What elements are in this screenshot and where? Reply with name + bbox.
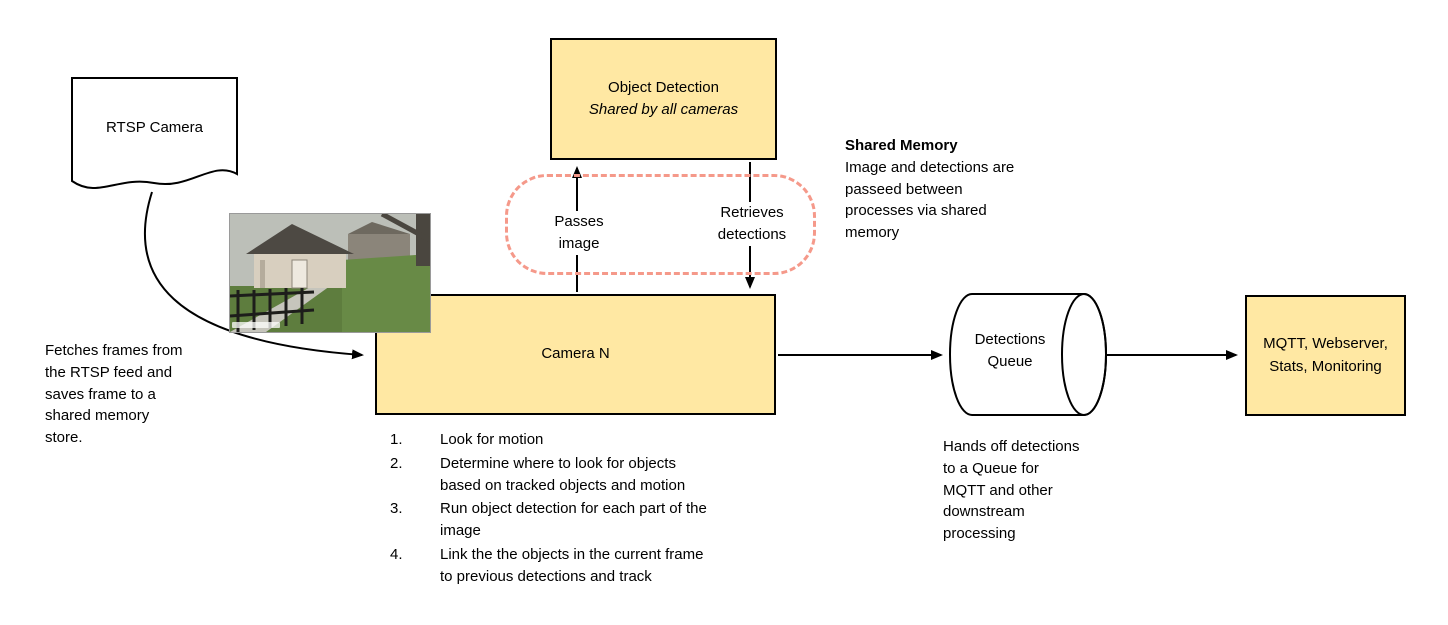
mqtt-webserver-label: MQTT, Webserver, Stats, Monitoring [1263,335,1388,375]
step-text: Link the the objects in the current fram… [440,545,704,585]
shared-memory-note-title: Shared Memory [845,137,958,154]
camera-step-4: 4. Link the the objects in the current f… [384,544,784,588]
camera-n-label: Camera N [541,345,610,363]
step-number: 3. [390,500,403,518]
passes-image-label: Passes image [540,211,618,255]
step-number: 2. [390,454,403,472]
shared-memory-boundary [505,174,816,275]
shared-memory-note-body: Image and detections are passeed between… [845,158,1015,241]
shared-memory-note: Shared Memory Image and detections are p… [845,135,1060,244]
object-detection-title: Object Detection [608,78,719,96]
detections-queue-endcap-icon [1061,293,1107,416]
camera-n-box: Camera N [375,294,776,415]
step-text: Look for motion [440,431,544,448]
step-number: 1. [390,431,403,448]
step-text: Run object detection for each part of th… [440,500,707,539]
mqtt-webserver-box: MQTT, Webserver, Stats, Monitoring [1245,295,1406,416]
detections-queue-label: Detections Queue [974,331,1046,370]
retrieves-detections-label: Retrieves detections [708,202,796,246]
object-detection-box: Object Detection Shared by all cameras [550,38,777,160]
camera-snapshot-image [230,214,430,332]
camera-steps-list: 1. Look for motion 2. Determine where to… [384,429,784,589]
step-number: 4. [390,545,403,563]
object-detection-subtitle: Shared by all cameras [588,101,739,118]
fetch-frames-note: Fetches frames from the RTSP feed and sa… [45,342,183,446]
camera-snapshot-scene [230,214,430,332]
queue-handoff-note: Hands off detections to a Queue for MQTT… [943,438,1080,542]
camera-step-2: 2. Determine where to look for objects b… [384,453,784,497]
step-text: Determine where to look for objects base… [440,454,686,494]
rtsp-camera-label: RTSP Camera [106,119,203,136]
camera-step-1: 1. Look for motion [384,429,784,451]
camera-step-3: 3. Run object detection for each part of… [384,498,784,542]
